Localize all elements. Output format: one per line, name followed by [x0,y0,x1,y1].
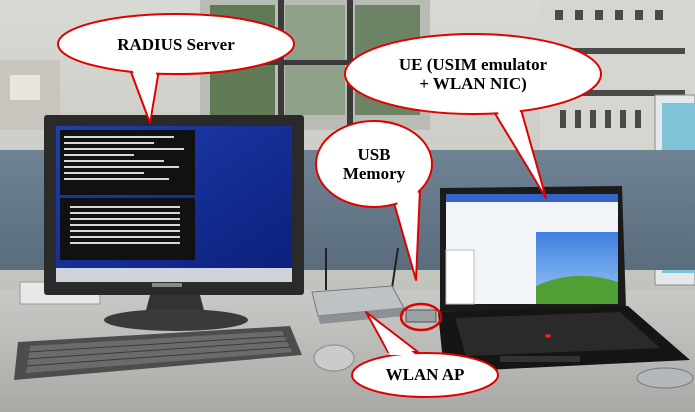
radius-server-monitor [44,115,304,331]
usb-highlight-circle [399,302,443,332]
device-bottom-right [636,367,694,389]
callout-wlan-ap [351,311,499,398]
callout-ue [344,33,602,199]
callout-radius-server [57,13,295,124]
ue-laptop [438,186,690,372]
callout-usb-memory [315,120,433,281]
mouse [313,344,355,372]
keyboard [14,326,302,380]
usb-memory-stick [405,309,437,323]
wlan-access-point [311,247,405,324]
